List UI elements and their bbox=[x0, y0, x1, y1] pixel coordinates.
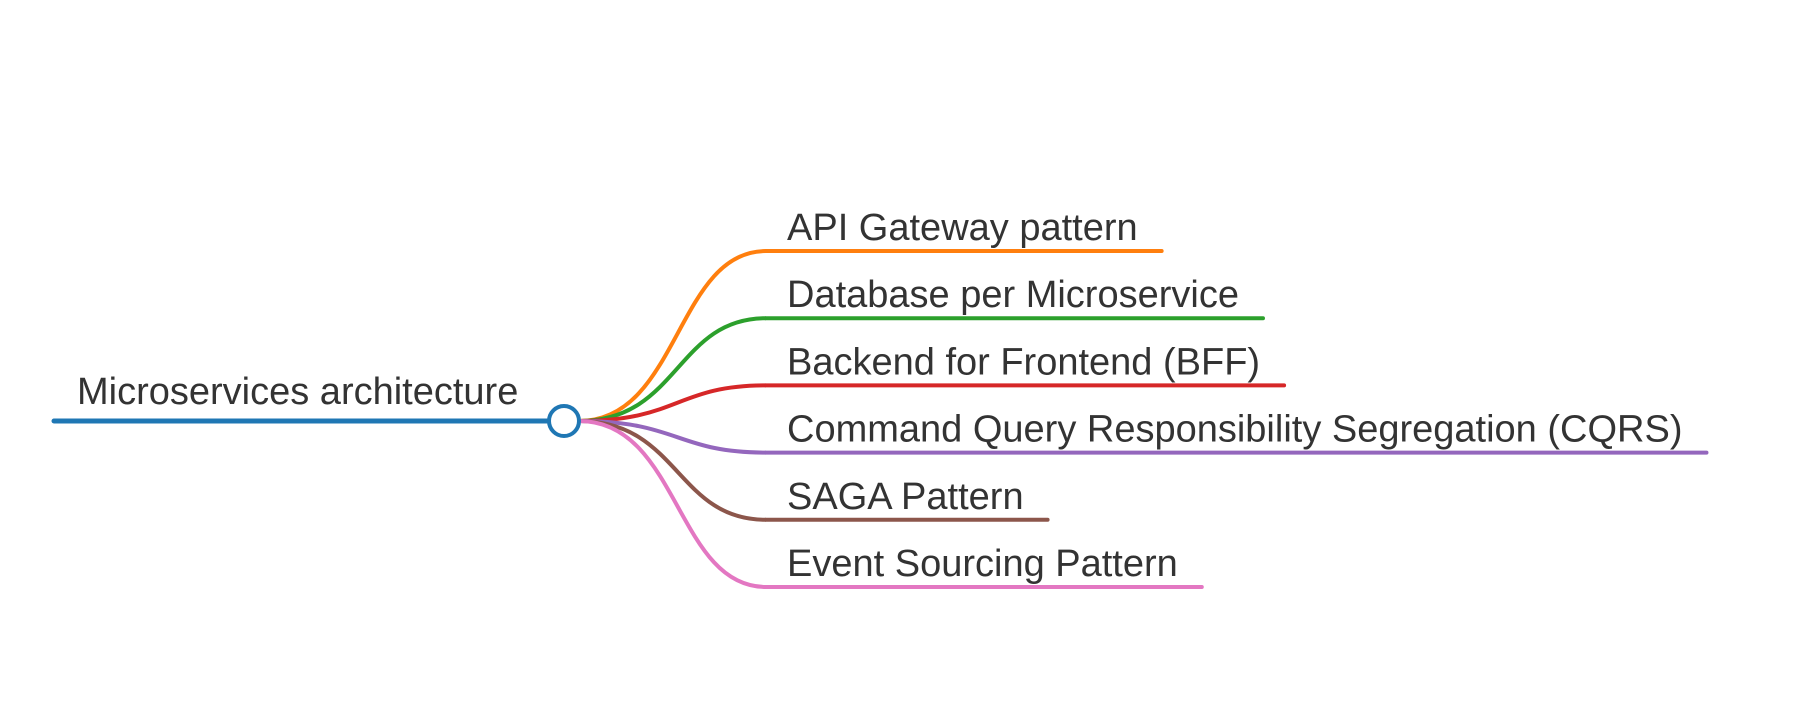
branch-connector bbox=[578, 419, 767, 589]
branch-node-label[interactable]: Event Sourcing Pattern bbox=[787, 543, 1178, 585]
branch-connector bbox=[578, 419, 767, 522]
mindmap-edges bbox=[578, 249, 767, 589]
branch-node-label[interactable]: API Gateway pattern bbox=[787, 207, 1138, 249]
branch-connector bbox=[578, 249, 767, 423]
branch-connector bbox=[578, 383, 767, 423]
branch-connector bbox=[578, 419, 767, 455]
branch-node-label[interactable]: Backend for Frontend (BFF) bbox=[787, 341, 1260, 383]
branch-connector bbox=[578, 316, 767, 423]
branch-node-label[interactable]: Command Query Responsibility Segregation… bbox=[787, 409, 1682, 451]
branch-node-label[interactable]: SAGA Pattern bbox=[787, 476, 1024, 518]
branch-node-label[interactable]: Database per Microservice bbox=[787, 274, 1239, 316]
root-node-connector[interactable] bbox=[547, 404, 581, 438]
root-node-label: Microservices architecture bbox=[77, 371, 518, 413]
